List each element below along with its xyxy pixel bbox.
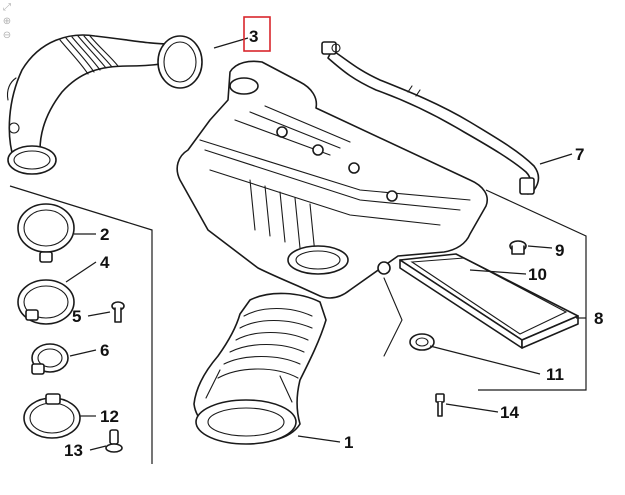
screw-5-drawing — [111, 301, 125, 323]
callout-1[interactable]: 1 — [344, 433, 353, 452]
seal-ring-drawing — [383, 277, 435, 357]
intake-hose-drawing — [6, 34, 203, 175]
leader-5 — [87, 311, 111, 317]
leader-13 — [89, 445, 107, 451]
callout-5[interactable]: 5 — [72, 307, 81, 326]
callout-10[interactable]: 10 — [528, 265, 547, 284]
zoom-in-icon[interactable]: ⊕ — [2, 16, 12, 27]
callout-6[interactable]: 6 — [100, 341, 109, 360]
filter-element-drawing — [399, 253, 579, 349]
callout-13[interactable]: 13 — [64, 441, 83, 460]
zoom-fit-icon[interactable]: ⤢ — [3, 2, 11, 13]
leader-6 — [69, 349, 97, 357]
callout-11[interactable]: 11 — [546, 365, 564, 384]
callout-4[interactable]: 4 — [100, 253, 110, 272]
leader-11 — [429, 345, 541, 375]
callout-7[interactable]: 7 — [575, 145, 584, 164]
clamp-12-drawing — [23, 393, 81, 439]
callout-9[interactable]: 9 — [555, 241, 564, 260]
highlight-frame — [243, 16, 271, 52]
grommet-drawing — [509, 240, 527, 255]
air-filter-housing-drawing — [176, 60, 488, 299]
leader-4 — [65, 261, 97, 283]
callout-3[interactable]: 3 — [249, 27, 258, 46]
leader-10 — [469, 269, 527, 275]
callout-14[interactable]: 14 — [500, 403, 519, 422]
screw-14-drawing — [435, 393, 445, 417]
clamp-6-drawing — [31, 343, 69, 375]
leader-7 — [539, 153, 573, 165]
bellows-duct-drawing — [193, 292, 327, 445]
callout-12[interactable]: 12 — [100, 407, 119, 426]
leader-3 — [213, 37, 249, 49]
breather-pipe-drawing — [321, 41, 540, 195]
small-parts-panel — [9, 185, 153, 464]
leader-9 — [527, 245, 553, 249]
clamp-4-drawing — [17, 279, 75, 325]
callout-2[interactable]: 2 — [100, 225, 109, 244]
clamp-2-drawing — [17, 203, 75, 263]
clip-13-drawing — [105, 429, 123, 453]
leader-14 — [445, 403, 499, 413]
leader-1 — [297, 435, 341, 443]
zoom-out-icon[interactable]: ⊖ — [2, 30, 12, 41]
callout-8[interactable]: 8 — [594, 309, 603, 328]
leader-8 — [478, 189, 587, 391]
